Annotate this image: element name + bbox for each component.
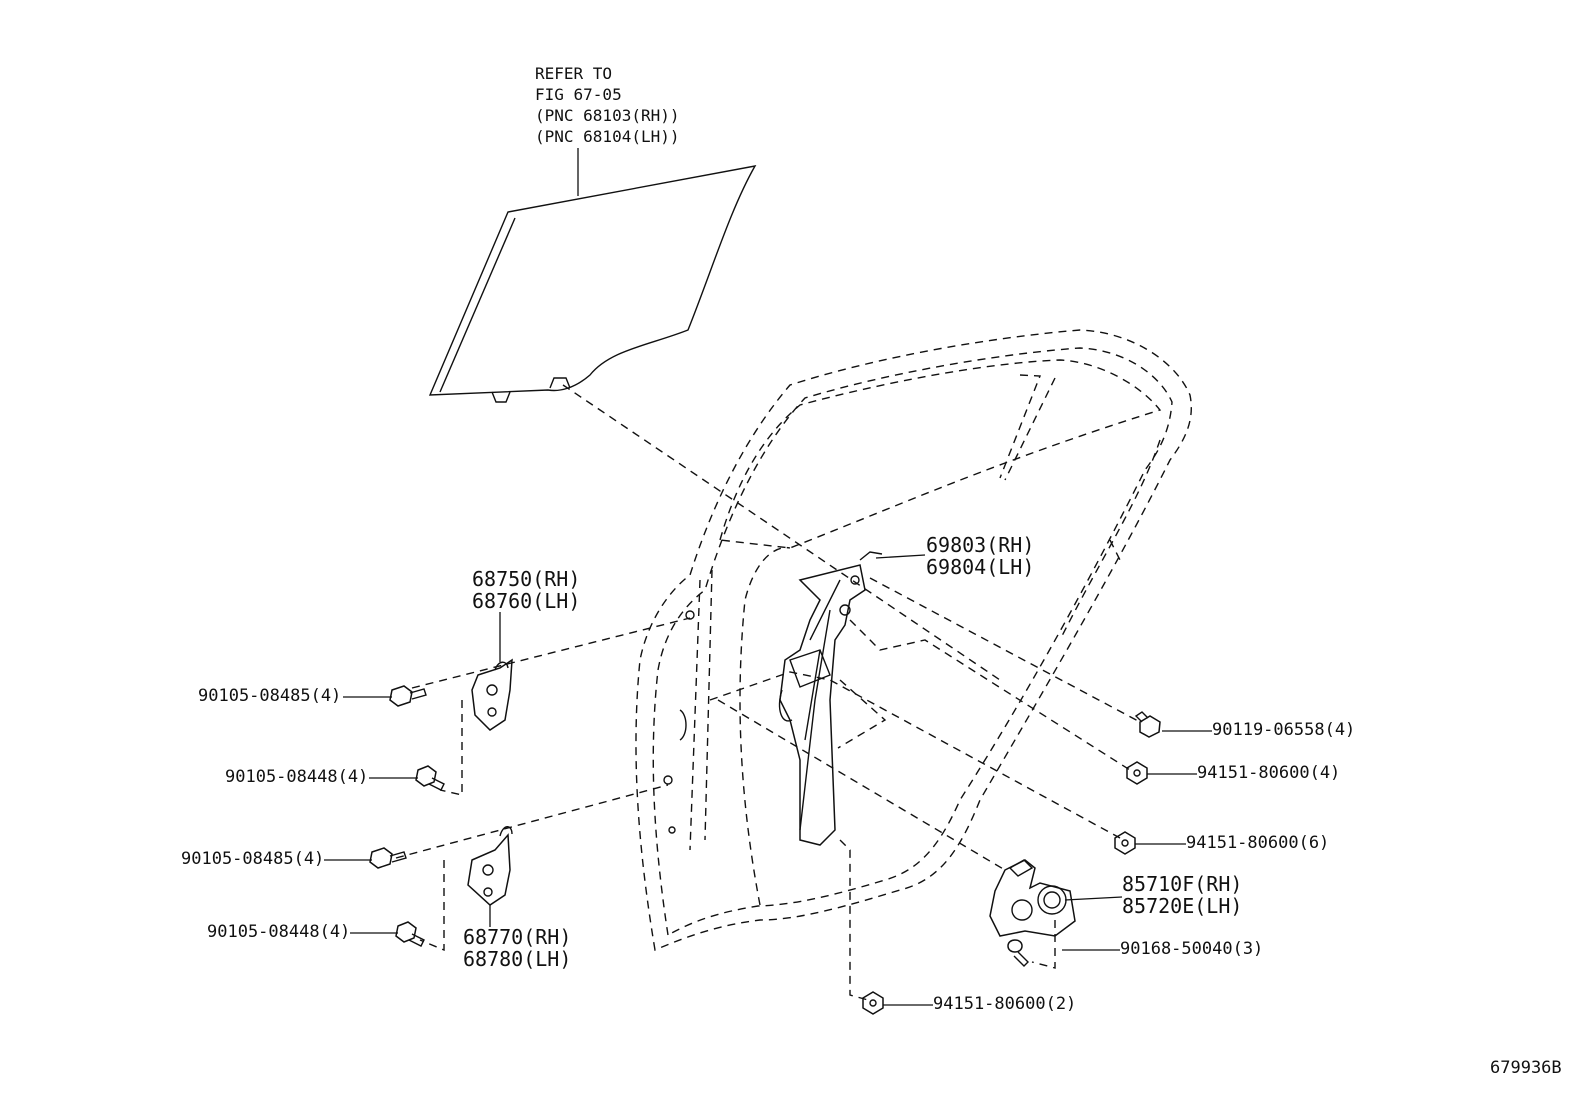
- callout-bolt-upper-body: 90105-08448(4): [225, 767, 369, 787]
- bolt-lower-door: [369, 847, 407, 869]
- bolt-lower-body: [395, 921, 425, 947]
- upper-hinge: [471, 658, 513, 731]
- callout-motor: 85710F(RH) 85720E(LH): [1122, 873, 1242, 917]
- leader-lines: [324, 554, 1212, 1006]
- callout-nut-lower: 94151-80600(2): [933, 994, 1077, 1014]
- callout-nut-mid: 94151-80600(6): [1186, 833, 1330, 853]
- part-number-rh: 69803(RH): [926, 533, 1035, 557]
- window-regulator: [778, 551, 883, 846]
- nut-regulator-mid: [1114, 831, 1136, 855]
- part-number-lh: 69804(LH): [926, 555, 1035, 579]
- relation-lines: [395, 384, 1141, 1001]
- callout-nut-upper: 94151-80600(4): [1197, 763, 1341, 783]
- bolt-regulator: [1134, 711, 1161, 738]
- bolt-upper-body: [415, 765, 445, 791]
- reference-line: (PNC 68103(RH)): [535, 106, 680, 125]
- reference-note: REFER TO FIG 67-05 (PNC 68103(RH)) (PNC …: [535, 63, 680, 147]
- screw-motor: [1007, 939, 1029, 967]
- callout-bolt-regulator: 90119-06558(4): [1212, 720, 1356, 740]
- regulator-motor: [989, 859, 1076, 937]
- bolt-upper-door: [389, 685, 427, 707]
- lower-hinge: [467, 826, 513, 906]
- reference-line: FIG 67-05: [535, 85, 622, 104]
- part-number-lh: 68780(LH): [463, 947, 572, 971]
- reference-line: REFER TO: [535, 64, 613, 83]
- part-number-rh: 85710F(RH): [1122, 872, 1243, 896]
- callout-regulator-bracket: 69803(RH) 69804(LH): [926, 534, 1034, 578]
- callout-bolt-lower-body: 90105-08448(4): [207, 922, 351, 942]
- part-number-lh: 85720E(LH): [1122, 894, 1243, 918]
- door-outline: [635, 329, 1192, 951]
- part-number-rh: 68770(RH): [463, 925, 572, 949]
- figure-id: 679936B: [1490, 1058, 1562, 1078]
- reference-line: (PNC 68104(LH)): [535, 127, 680, 146]
- nut-regulator-upper: [1126, 761, 1148, 785]
- door-glass: [428, 148, 757, 403]
- callout-lower-hinge: 68770(RH) 68780(LH): [463, 926, 571, 970]
- callout-bolt-upper-door: 90105-08485(4): [198, 686, 342, 706]
- part-number-lh: 68760(LH): [472, 589, 581, 613]
- callout-upper-hinge: 68750(RH) 68760(LH): [472, 568, 580, 612]
- callout-screw-motor: 90168-50040(3): [1120, 939, 1264, 959]
- nut-regulator-lower: [862, 991, 884, 1015]
- callout-bolt-lower-door: 90105-08485(4): [181, 849, 325, 869]
- part-number-rh: 68750(RH): [472, 567, 581, 591]
